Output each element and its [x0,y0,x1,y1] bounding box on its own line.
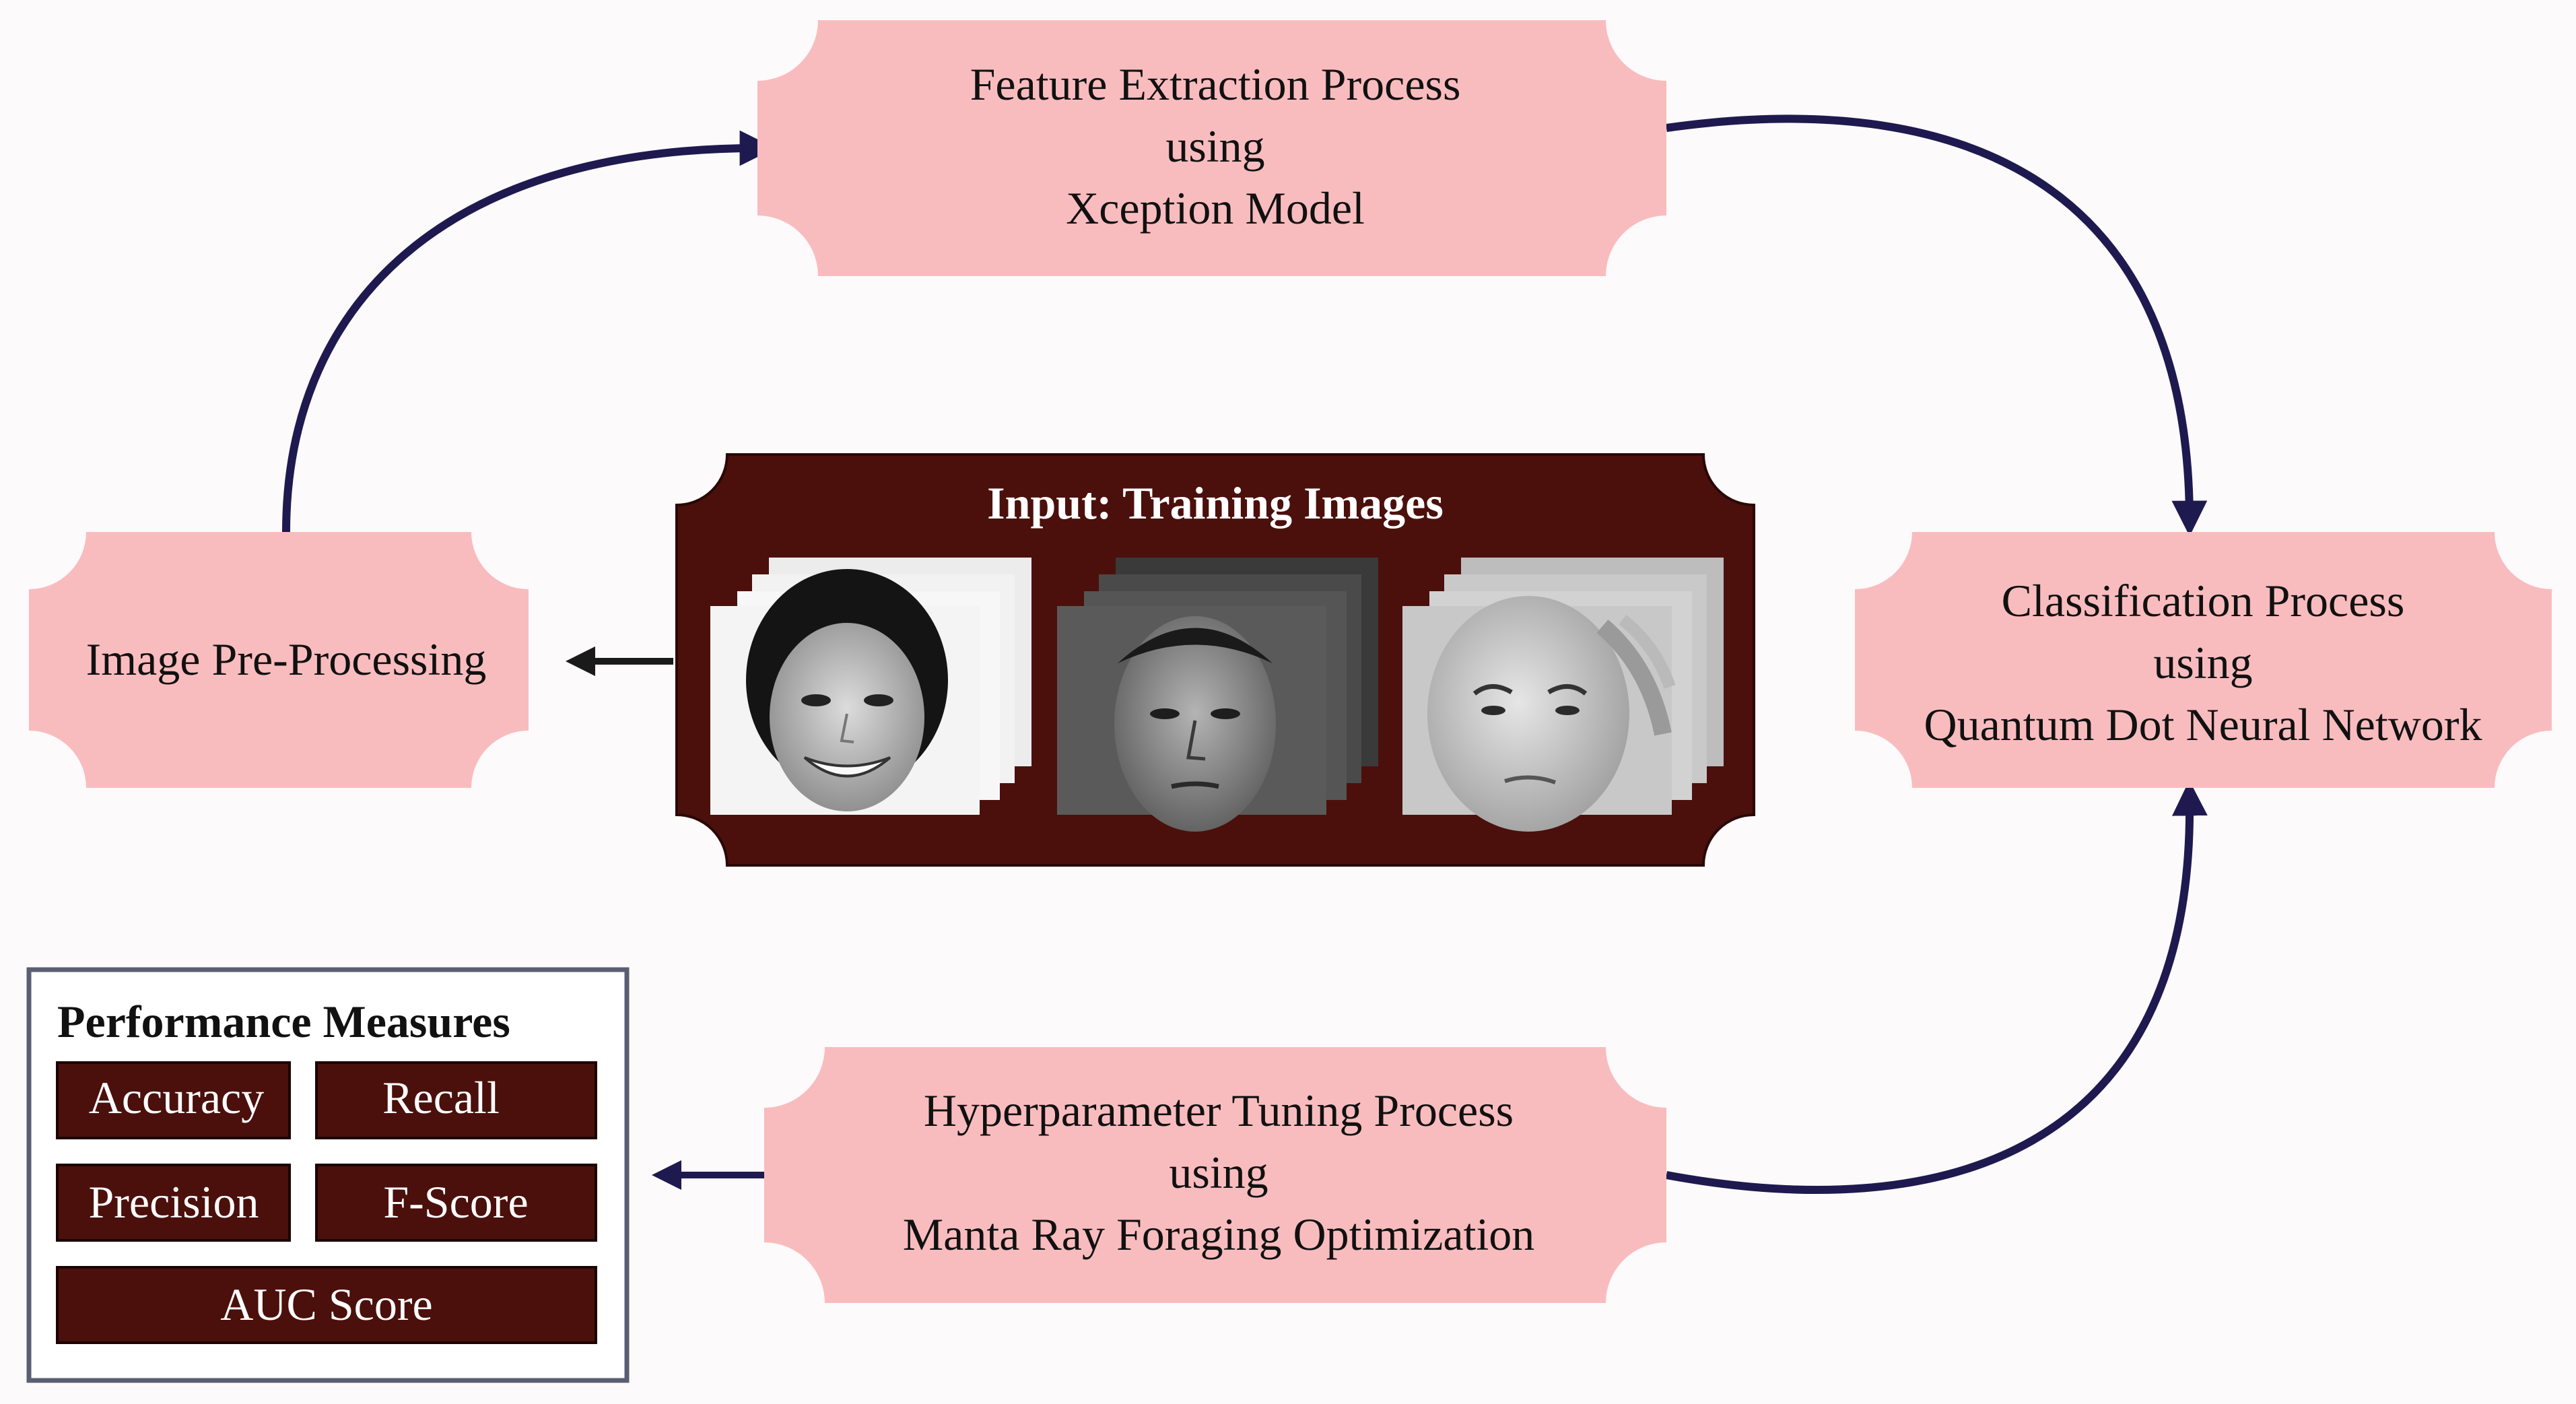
metric-auc: AUC Score [220,1279,432,1330]
arrow-hyperparameter-to-classification [1665,780,2208,1195]
metric-precision-box [56,1164,291,1242]
performance-title: Performance Measures [57,996,510,1047]
classification-shape [1855,532,2552,788]
hyperparameter-line-3: Manta Ray Foraging Optimization [903,1209,1535,1260]
classification-line-3: Quantum Dot Neural Network [1924,699,2482,750]
metric-accuracy-box [56,1061,291,1139]
training-image-stack-2 [1057,558,1378,832]
feature-extraction-line-1: Feature Extraction Process [970,59,1461,110]
metric-precision: Precision [88,1176,259,1228]
classification-node: Classification Process using Quantum Dot… [1855,532,2552,788]
metric-fscore-box [315,1164,597,1242]
feature-extraction-line-3: Xception Model [1066,182,1365,234]
metric-recall-box [315,1061,597,1139]
preprocessing-label: Image Pre-Processing [86,634,487,685]
feature-extraction-node: Feature Extraction Process using Xceptio… [757,20,1666,276]
input-panel: Input: Training Images [675,453,1755,867]
hyperparameter-node: Hyperparameter Tuning Process using Mant… [764,1047,1666,1303]
training-image-worried-face [1402,596,1676,832]
connectors [282,114,2208,1195]
hyperparameter-line-1: Hyperparameter Tuning Process [924,1085,1514,1136]
arrow-feature-extraction-to-classification [1666,114,2208,537]
performance-panel: Performance Measures Accuracy Recall Pre… [26,967,630,1383]
metric-recall: Recall [382,1072,500,1123]
preprocessing-node: Image Pre-Processing [29,532,529,788]
feature-extraction-line-2: using [1165,121,1264,172]
metric-auc-box [56,1266,597,1344]
classification-line-1: Classification Process [2002,575,2405,626]
feature-extraction-shape [757,20,1666,276]
metric-fscore: F-Score [383,1176,528,1228]
arrow-preprocessing-to-feature-extraction [282,130,776,533]
metric-accuracy: Accuracy [89,1072,264,1123]
input-title: Input: Training Images [987,477,1444,529]
preprocessing-shape [29,532,529,788]
training-image-neutral-face [1057,606,1326,832]
training-image-happy-face [710,569,980,815]
classification-line-2: using [2153,637,2252,688]
training-image-stack-3 [1402,558,1724,832]
training-image-stack-1 [710,558,1031,815]
hyperparameter-line-2: using [1169,1147,1268,1198]
hyperparameter-shape [764,1047,1666,1303]
